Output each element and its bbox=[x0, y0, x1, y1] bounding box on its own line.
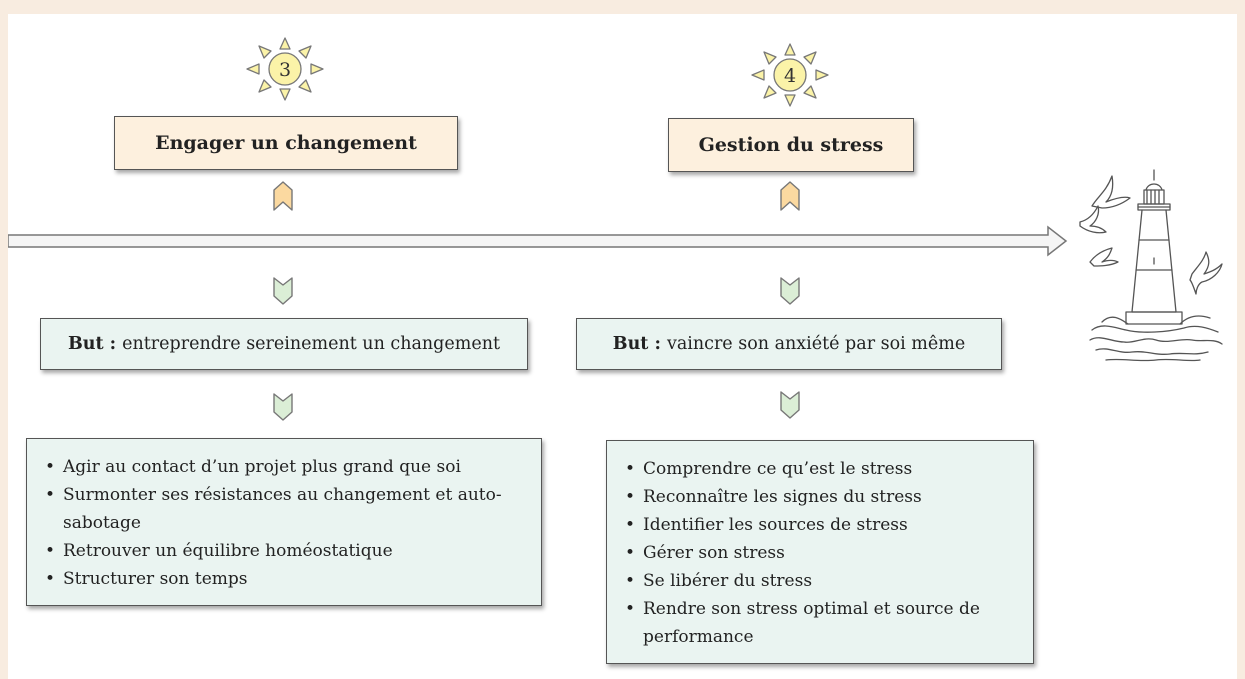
step-3-goal: But : entreprendre sereinement un change… bbox=[40, 318, 528, 370]
goal-text: entreprendre sereinement un changement bbox=[122, 334, 500, 354]
chevron-down-icon bbox=[780, 277, 800, 305]
list-item: Rendre son stress optimal et source de p… bbox=[621, 595, 1023, 651]
chevron-down-icon bbox=[273, 277, 293, 305]
chevron-down-icon bbox=[273, 393, 293, 421]
sun-icon: 3 bbox=[246, 37, 324, 101]
list-item: Gérer son stress bbox=[621, 539, 1019, 567]
list-item: Structurer son temps bbox=[41, 565, 527, 593]
chevron-up-icon bbox=[273, 181, 293, 211]
step-4-number: 4 bbox=[784, 65, 796, 87]
step-3-list: Agir au contact d’un projet plus grand q… bbox=[26, 438, 542, 606]
chevron-down-icon bbox=[780, 391, 800, 419]
list-item: Se libérer du stress bbox=[621, 567, 1019, 595]
list-item: Identifier les sources de stress bbox=[621, 511, 1019, 539]
lighthouse-illustration bbox=[1079, 169, 1223, 362]
step-3-title: Engager un changement bbox=[114, 116, 458, 170]
step-4-goal: But : vaincre son anxiété par soi même bbox=[576, 318, 1002, 370]
goal-label: But : bbox=[67, 334, 117, 354]
sun-icon: 4 bbox=[751, 43, 829, 107]
goal-text: vaincre son anxiété par soi même bbox=[666, 334, 966, 354]
list-item: Comprendre ce qu’est le stress bbox=[621, 455, 1019, 483]
step-3-number: 3 bbox=[279, 59, 291, 81]
goal-label: But : bbox=[612, 334, 661, 354]
list-item: Surmonter ses résistances au changement … bbox=[41, 481, 503, 537]
list-item: Retrouver un équilibre homéostatique bbox=[41, 537, 527, 565]
timeline-arrow bbox=[8, 225, 1068, 257]
step-4-title: Gestion du stress bbox=[668, 118, 914, 172]
chevron-up-icon bbox=[780, 181, 800, 211]
diagram-canvas: 3 Engager un changement But : entreprend… bbox=[8, 14, 1237, 679]
list-item: Agir au contact d’un projet plus grand q… bbox=[41, 453, 527, 481]
step-4-list: Comprendre ce qu’est le stress Reconnaît… bbox=[606, 440, 1034, 664]
list-item: Reconnaître les signes du stress bbox=[621, 483, 1019, 511]
